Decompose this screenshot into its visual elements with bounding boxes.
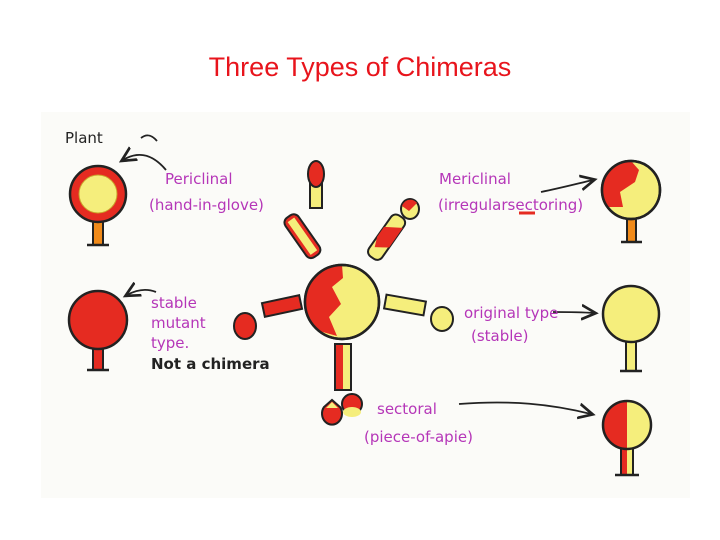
arrow-periclinal (123, 155, 166, 170)
label-type: type. (151, 334, 189, 352)
label-periclinal: Periclinal (165, 170, 233, 188)
label-periclinal-note: (hand-in-glove) (149, 196, 264, 214)
label-original-stable: (stable) (471, 327, 529, 345)
label-plant: Plant (65, 129, 103, 147)
central-chimera (305, 265, 379, 339)
sectoral-plant (603, 401, 651, 475)
mutant-plant (69, 291, 127, 370)
label-mericlinal: Mericlinal (439, 170, 511, 188)
label-stable: stable (151, 294, 197, 312)
label-mericlinal-note: (irregularsectoring) (438, 196, 583, 214)
chimera-diagram: Plant Periclinal (hand-in-glove) Mericli… (41, 112, 690, 498)
label-not-chimera: Not a chimera (151, 355, 270, 373)
label-original-type: original type (464, 304, 558, 322)
periclinal-plant (70, 166, 126, 245)
label-mutant: mutant (151, 314, 206, 332)
original-plant (603, 286, 659, 371)
mericlinal-plant (601, 161, 660, 242)
chimera-drawing: Plant Periclinal (hand-in-glove) Mericli… (41, 112, 690, 498)
page-title: Three Types of Chimeras (0, 52, 720, 83)
label-sectoral: sectoral (377, 400, 437, 418)
arrow-mericlinal (541, 180, 593, 192)
label-sectoral-note: (piece-of-apie) (364, 428, 473, 446)
arrow-original (553, 312, 594, 313)
arrow-sectoral (459, 402, 591, 414)
arrow-plant (141, 135, 157, 141)
